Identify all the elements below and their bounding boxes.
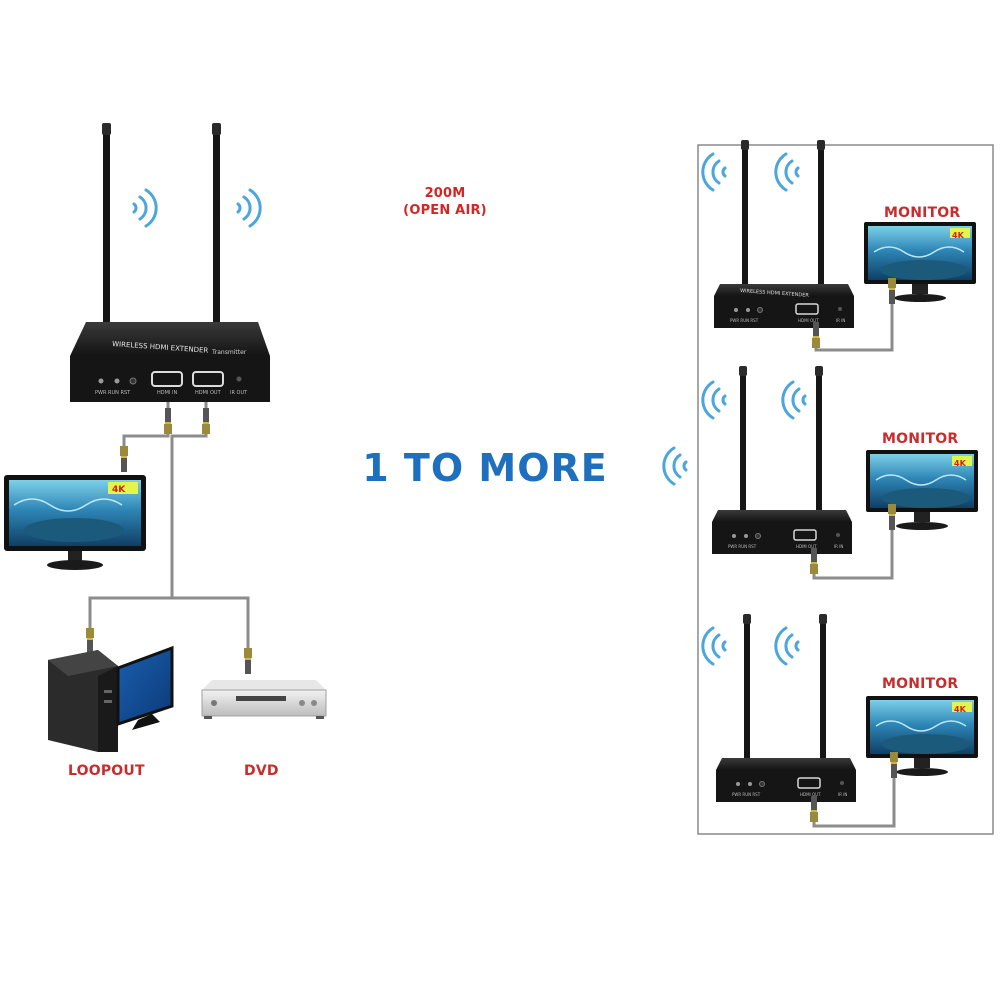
resolution-badge: 4K: [954, 459, 967, 468]
range-condition: (OPEN AIR): [403, 203, 487, 218]
wifi-signal-icon: [774, 626, 800, 666]
hdmi-connector-icon: [244, 648, 252, 674]
wifi-signal-icon: [701, 152, 727, 192]
hdmi-connector-icon: [810, 548, 818, 574]
transmitter-unit: WIRELESS HDMI EXTENDER Transmitter PWR R…: [70, 123, 270, 402]
hdmi-connector-icon: [888, 278, 896, 304]
wifi-signal-icon: [701, 380, 727, 420]
receiver-unit-1: [701, 139, 977, 352]
transmitter-unit-name: Transmitter: [211, 349, 247, 356]
wifi-signal-icon: [774, 152, 800, 192]
receiver-box: [713, 139, 855, 329]
wifi-signal-icon: [701, 626, 727, 666]
range-distance: 200M: [424, 186, 466, 201]
svg-text:HDMI IN: HDMI IN: [157, 390, 177, 396]
wifi-signal-icon: [236, 188, 262, 228]
monitor-label-2: MONITOR: [882, 431, 959, 447]
range-label: 200M (OPEN AIR): [380, 185, 510, 219]
hdmi-connector-icon: [164, 408, 172, 434]
resolution-badge: 4K: [954, 705, 967, 714]
dvd-player-icon: [201, 680, 327, 719]
hdmi-connector-icon: [812, 322, 820, 348]
wifi-signal-icon: [781, 380, 807, 420]
antenna-icon: [102, 123, 221, 328]
hdmi-connector-icon: [890, 752, 898, 778]
dvd-label: DVD: [244, 763, 279, 779]
computer-tower-icon: [48, 645, 174, 752]
receiver-unit-2: [701, 365, 979, 580]
hdmi-connector-icon: [888, 504, 896, 530]
svg-text:HDMI OUT: HDMI OUT: [195, 390, 222, 396]
hdmi-connector-icon: [120, 446, 128, 472]
mode-label: 1 TO MORE: [362, 446, 608, 490]
hdmi-connector-icon: [202, 408, 210, 434]
loopout-label: LOOPOUT: [68, 763, 145, 779]
receiver-panel-text: WIRELESS HDMI EXTENDER: [740, 288, 810, 299]
svg-text:PWR RUN RST: PWR RUN RST: [95, 390, 131, 396]
resolution-badge: 4K: [112, 485, 126, 495]
resolution-badge: 4K: [952, 231, 965, 240]
wifi-signal-icon: [662, 446, 688, 486]
monitor-label-1: MONITOR: [884, 205, 961, 221]
receiver-unit-3: [701, 613, 979, 828]
monitor-icon: 4K: [4, 475, 146, 570]
hdmi-connector-icon: [86, 628, 94, 654]
svg-text:IR OUT: IR OUT: [230, 390, 248, 396]
hdmi-connector-icon: [810, 796, 818, 822]
wifi-signal-icon: [132, 188, 158, 228]
receiver-group-box: [697, 144, 994, 835]
monitor-label-3: MONITOR: [882, 676, 959, 692]
